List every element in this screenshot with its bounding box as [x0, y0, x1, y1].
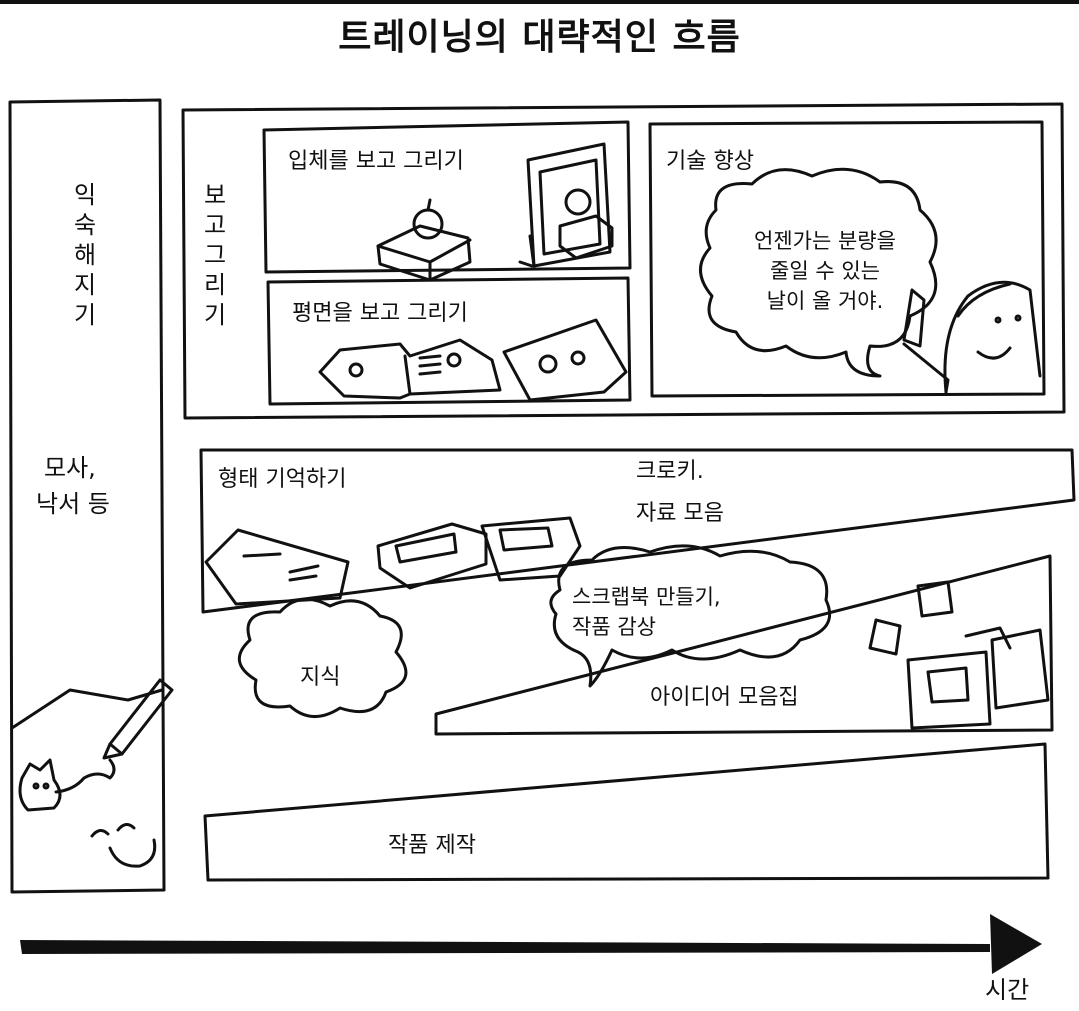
skill-label: 기술 향상 [666, 149, 754, 174]
skill-box [648, 120, 1046, 398]
scrapbook-bubble-text: 스크랩북 만들기, 작품 감상 [572, 585, 721, 639]
knowledge-cloud [238, 597, 408, 718]
flat-box [266, 276, 632, 406]
memory-band-right-1: 크로키. [636, 459, 704, 484]
idea-band [434, 554, 1054, 736]
idea-band-label: 아이디어 모음집 [650, 685, 799, 710]
top-rule [0, 0, 1079, 4]
knowledge-label: 지식 [300, 665, 341, 690]
left-column-box [8, 98, 166, 894]
left-column-hill [10, 688, 164, 730]
flat-label: 평면을 보고 그리기 [292, 301, 468, 326]
observation-side-label: 보고그리기 [203, 181, 227, 329]
time-arrow [20, 914, 1042, 974]
left-column-top-label: 익숙해지기 [73, 181, 97, 329]
production-band-label: 작품 제작 [388, 833, 476, 858]
observation-box [181, 102, 1066, 420]
solid-box [262, 120, 632, 274]
skill-bubble [699, 167, 938, 378]
production-band [203, 742, 1050, 882]
memory-band [199, 448, 1076, 614]
memory-band-right-2: 자료 모음 [636, 501, 724, 526]
time-label: 시간 [985, 976, 1030, 1004]
left-column-bottom-label-1: 모사, [44, 454, 96, 482]
solid-label: 입체를 보고 그리기 [288, 149, 464, 174]
page-title: 트레이닝의 대략적인 흐름 [338, 17, 741, 58]
left-column-bottom-label-2: 낙서 등 [36, 490, 110, 518]
memory-band-label: 형태 기억하기 [218, 467, 347, 492]
skill-bubble-text: 언젠가는 분량을 줄일 수 있는 날이 올 거야. [754, 229, 896, 313]
scrapbook-bubble [549, 544, 832, 688]
